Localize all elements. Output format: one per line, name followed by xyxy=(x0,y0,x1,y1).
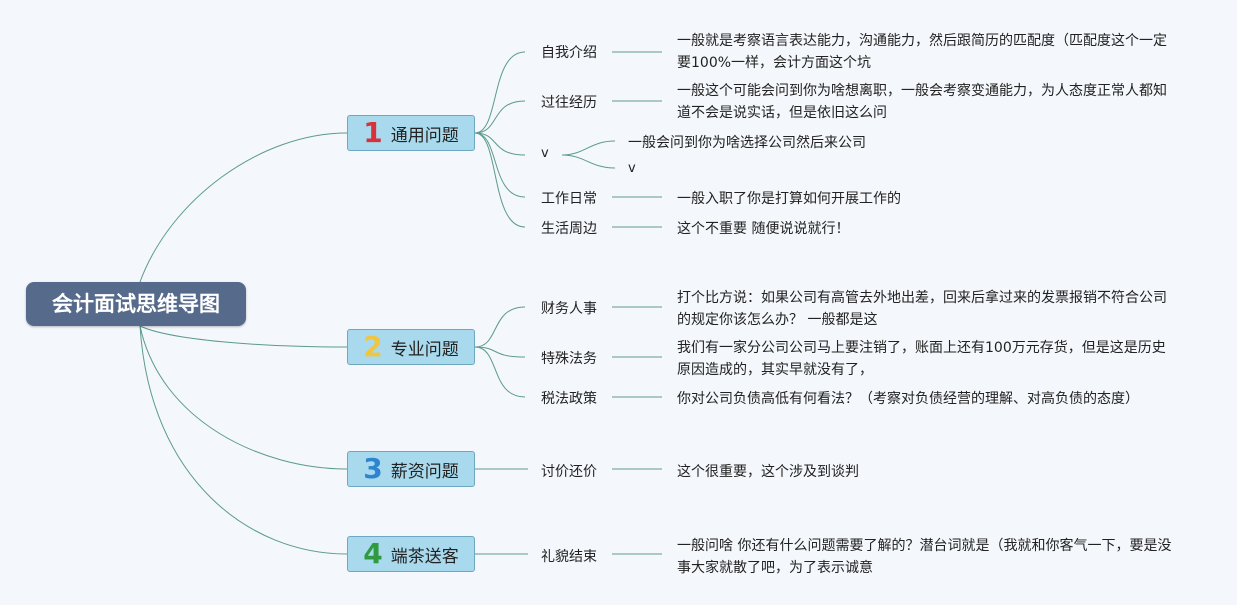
cat1-to-topic-line-3 xyxy=(474,132,526,198)
desc-past-experience: 一般这个可能会问到你为啥想离职，一般会考察变通能力，为人态度正常人都知道不会是说… xyxy=(677,83,1167,121)
desc-special-legal: 我们有一家分公司公司马上要注销了，账面上还有100万元存货，但是这是历史原因造成… xyxy=(677,340,1166,378)
desc-bargaining: 这个很重要，这个涉及到谈判 xyxy=(677,464,859,480)
topic-life[interactable]: 生活周边 xyxy=(541,221,597,237)
cat2-to-topic-line-0 xyxy=(474,306,526,348)
topic-special-legal[interactable]: 特殊法务 xyxy=(541,351,597,367)
topic-bargaining[interactable]: 讨价还价 xyxy=(541,464,597,480)
desc-self-intro: 一般就是考察语言表达能力，沟通能力，然后跟简历的匹配度（匹配度这个一定要100%… xyxy=(677,33,1167,71)
cat2-to-topic-line-2 xyxy=(474,346,526,398)
root-to-cat4-line xyxy=(139,325,348,555)
desc-polite-end: 一般问啥 你还有什么问题需要了解的？潜台词就是（我就和你客气一下，要是没事大家就… xyxy=(677,538,1172,576)
topic-daily-work[interactable]: 工作日常 xyxy=(541,191,597,207)
category-closing[interactable]: 4 端茶送客 xyxy=(347,536,475,572)
category-label: 专业问题 xyxy=(390,339,459,360)
category-professional-questions[interactable]: 2 专业问题 xyxy=(347,329,475,365)
category-label: 端茶送客 xyxy=(390,546,459,567)
v-to-child-line-0 xyxy=(561,140,616,156)
cat2-to-topic-line-1 xyxy=(474,346,526,358)
topic-finance-hr[interactable]: 财务人事 xyxy=(541,301,597,317)
root-to-cat2-line xyxy=(139,325,348,348)
root-node[interactable]: 会计面试思维导图 xyxy=(26,282,246,326)
number-1-icon: 1 xyxy=(363,116,383,149)
v-to-child-line-1 xyxy=(561,154,616,169)
desc-daily-work: 一般入职了你是打算如何开展工作的 xyxy=(677,191,901,207)
topic-self-intro[interactable]: 自我介绍 xyxy=(541,45,597,61)
topic-polite-end[interactable]: 礼貌结束 xyxy=(541,549,597,565)
number-4-icon: 4 xyxy=(363,537,383,570)
topic-past-experience[interactable]: 过往经历 xyxy=(541,95,597,111)
number-2-icon: 2 xyxy=(363,330,383,363)
category-general-questions[interactable]: 1 通用问题 xyxy=(347,115,475,151)
desc-tax-policy: 你对公司负债高低有何看法？（考察对负债经营的理解、对高负债的态度） xyxy=(677,391,1139,407)
root-to-cat1-line xyxy=(139,132,348,283)
category-salary-questions[interactable]: 3 薪资问题 xyxy=(347,451,475,487)
root-to-cat3-line xyxy=(139,325,348,470)
desc-v: v xyxy=(628,161,636,176)
desc-finance-hr: 打个比方说：如果公司有高管去外地出差，回来后拿过来的发票报销不符合公司的规定你该… xyxy=(677,290,1167,328)
cat1-to-topic-line-4 xyxy=(474,132,526,228)
cat1-to-topic-line-2 xyxy=(474,132,526,156)
category-label: 通用问题 xyxy=(390,125,459,146)
cat1-to-topic-line-0 xyxy=(474,51,526,134)
desc-life: 这个不重要 随便说说就行！ xyxy=(677,221,850,237)
topic-tax-policy[interactable]: 税法政策 xyxy=(541,391,597,407)
number-3-icon: 3 xyxy=(363,452,383,485)
topic-v[interactable]: v xyxy=(541,146,549,161)
category-label: 薪资问题 xyxy=(390,461,459,482)
cat1-to-topic-line-1 xyxy=(474,100,526,134)
desc-why-company: 一般会问到你为啥选择公司然后来公司 xyxy=(628,135,866,151)
